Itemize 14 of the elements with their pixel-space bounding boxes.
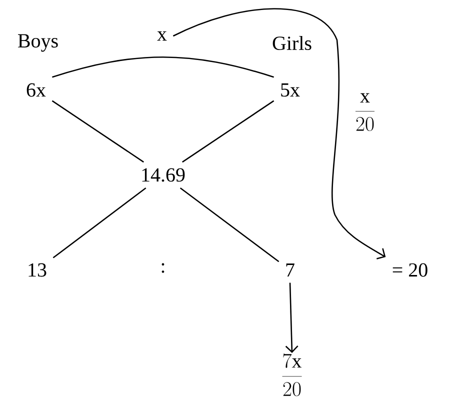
- math-term: 6x: [26, 83, 46, 97]
- math-term: $\frac{7\mathrm{x}}{20}$: [282, 354, 302, 396]
- label: Girls: [272, 36, 312, 50]
- math-term: 14.69: [142, 168, 185, 182]
- math-term: = 20: [392, 263, 428, 277]
- math-term: 13: [28, 263, 46, 277]
- edge-label: $\frac{\mathrm{x}}{20}$: [353, 92, 377, 132]
- arrow: [285, 282, 298, 353]
- math-term: x: [157, 31, 167, 41]
- arrow: [172, 8, 386, 260]
- math-term: 7: [286, 263, 294, 277]
- label: Boys: [18, 34, 58, 52]
- math-term: 5x: [281, 83, 300, 97]
- label: :: [162, 263, 164, 273]
